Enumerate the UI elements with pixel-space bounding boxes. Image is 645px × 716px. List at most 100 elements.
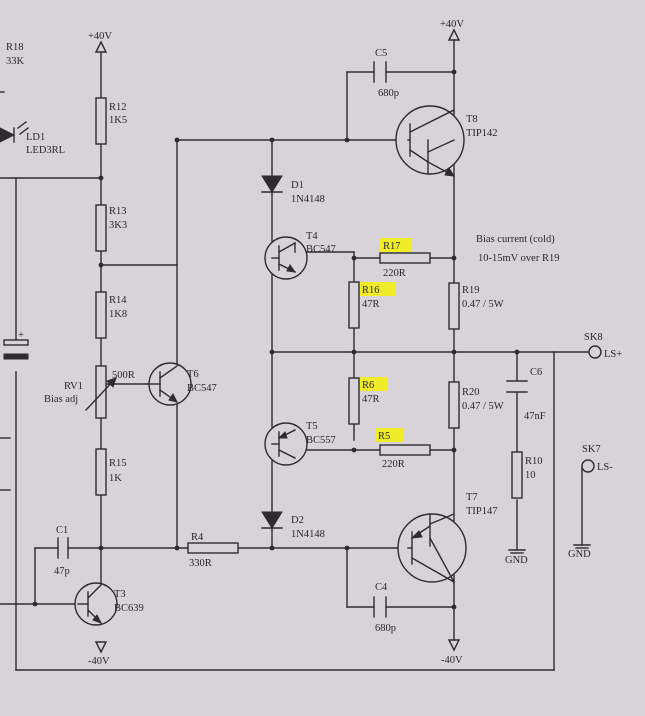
transistor-t3: T3 BC639 xyxy=(74,582,144,626)
svg-text:R12: R12 xyxy=(109,102,127,113)
svg-text:D1: D1 xyxy=(291,180,304,191)
resistor-r19: R19 0.47 / 5W xyxy=(448,282,504,330)
ground-gnd1: GND xyxy=(505,549,528,566)
electrolytic-cap: + xyxy=(3,330,29,360)
svg-text:C6: C6 xyxy=(530,367,542,378)
resistor-r13: R13 3K3 xyxy=(95,204,127,252)
svg-text:47nF: 47nF xyxy=(524,411,546,422)
svg-text:47R: 47R xyxy=(362,299,380,310)
potentiometer-rv1: 500R RV1 Bias adj xyxy=(44,365,135,419)
capacitor-c5: C5 680p xyxy=(373,48,399,99)
svg-text:220R: 220R xyxy=(383,268,406,279)
svg-text:47p: 47p xyxy=(54,566,70,577)
resistor-r15: R15 1K xyxy=(95,448,127,496)
supply-minus-left: -40V xyxy=(88,641,110,667)
capacitor-c1: C1 47p xyxy=(54,525,70,577)
svg-text:-40V: -40V xyxy=(88,656,110,667)
resistor-r4: R4 330R xyxy=(187,532,239,569)
capacitor-c4: C4 680p xyxy=(373,582,396,634)
bias-note: Bias current (cold) 10-15mV over R19 xyxy=(476,234,559,264)
resistor-r20: R20 0.47 / 5W xyxy=(448,381,504,429)
svg-text:BC547: BC547 xyxy=(306,244,336,255)
svg-text:TIP142: TIP142 xyxy=(466,128,498,139)
svg-text:Bias current (cold): Bias current (cold) xyxy=(476,234,555,245)
svg-text:500R: 500R xyxy=(112,370,135,381)
svg-text:330R: 330R xyxy=(189,558,212,569)
svg-text:680p: 680p xyxy=(378,88,399,99)
svg-text:BC557: BC557 xyxy=(306,435,336,446)
svg-text:Bias adj: Bias adj xyxy=(44,394,78,405)
transistor-t4: T4 BC547 xyxy=(264,231,336,280)
svg-text:SK7: SK7 xyxy=(582,444,601,455)
svg-text:1K5: 1K5 xyxy=(109,115,127,126)
svg-text:LS-: LS- xyxy=(597,462,613,473)
supply-plus-right: +40V xyxy=(440,19,464,41)
svg-text:-40V: -40V xyxy=(441,655,463,666)
svg-text:RV1: RV1 xyxy=(64,381,83,392)
diode-d2: D2 1N4148 xyxy=(261,511,325,540)
junctions xyxy=(32,69,520,610)
svg-text:R14: R14 xyxy=(109,295,127,306)
svg-text:R20: R20 xyxy=(462,387,480,398)
svg-text:R16: R16 xyxy=(362,285,380,296)
svg-text:SK8: SK8 xyxy=(584,332,603,343)
led-ld1: LD1 LED3RL xyxy=(0,121,65,156)
svg-text:R19: R19 xyxy=(462,285,480,296)
svg-text:T4: T4 xyxy=(306,231,318,242)
svg-text:T8: T8 xyxy=(466,114,478,125)
svg-text:1N4148: 1N4148 xyxy=(291,194,325,205)
svg-text:GND: GND xyxy=(505,555,528,566)
svg-text:3K3: 3K3 xyxy=(109,220,127,231)
transistor-t6: T6 BC547 xyxy=(147,362,217,406)
svg-text:LS+: LS+ xyxy=(604,349,622,360)
svg-text:R18: R18 xyxy=(6,42,24,53)
svg-text:GND: GND xyxy=(568,549,591,560)
svg-text:33K: 33K xyxy=(6,56,25,67)
ground-gnd2: GND xyxy=(568,544,591,560)
svg-text:BC547: BC547 xyxy=(187,383,217,394)
svg-text:0.47 / 5W: 0.47 / 5W xyxy=(462,401,504,412)
svg-text:T3: T3 xyxy=(114,589,126,600)
transistor-t7: T7 TIP147 xyxy=(397,492,498,583)
diode-d1: D1 1N4148 xyxy=(261,175,325,205)
svg-text:47R: 47R xyxy=(362,394,380,405)
resistor-r6: R6 47R xyxy=(348,377,388,425)
svg-text:T5: T5 xyxy=(306,421,318,432)
resistor-r16: R16 47R xyxy=(348,281,395,329)
svg-text:LED3RL: LED3RL xyxy=(26,145,65,156)
svg-text:BC639: BC639 xyxy=(114,603,144,614)
svg-text:0.47 / 5W: 0.47 / 5W xyxy=(462,299,504,310)
svg-text:+40V: +40V xyxy=(440,19,464,30)
speaker-terminal-sk7: SK7 LS- xyxy=(581,444,613,473)
svg-text:R15: R15 xyxy=(109,458,127,469)
svg-text:R13: R13 xyxy=(109,206,127,217)
resistor-r12: R12 1K5 xyxy=(95,97,127,145)
svg-text:TIP147: TIP147 xyxy=(466,506,498,517)
svg-text:+: + xyxy=(18,330,24,341)
resistor-r17: R17 220R xyxy=(379,238,431,279)
resistor-r10: R10 10 xyxy=(511,451,543,499)
svg-text:LD1: LD1 xyxy=(26,132,45,143)
supply-plus-left: +40V xyxy=(88,31,112,53)
svg-text:1N4148: 1N4148 xyxy=(291,529,325,540)
svg-text:10-15mV over R19: 10-15mV over R19 xyxy=(478,253,559,264)
svg-text:220R: 220R xyxy=(382,459,405,470)
svg-text:D2: D2 xyxy=(291,515,304,526)
svg-text:+40V: +40V xyxy=(88,31,112,42)
transistor-t8: T8 TIP142 xyxy=(395,105,498,177)
svg-text:C5: C5 xyxy=(375,48,387,59)
speaker-terminal-sk8: SK8 LS+ xyxy=(584,332,622,360)
svg-text:R17: R17 xyxy=(383,241,401,252)
r18: R18 33K xyxy=(0,42,25,93)
supply-minus-right: -40V xyxy=(441,639,463,666)
wires xyxy=(0,39,590,671)
svg-text:C4: C4 xyxy=(375,582,388,593)
svg-text:R5: R5 xyxy=(378,431,390,442)
svg-text:R10: R10 xyxy=(525,456,543,467)
svg-text:T7: T7 xyxy=(466,492,478,503)
svg-text:1K8: 1K8 xyxy=(109,309,127,320)
svg-text:10: 10 xyxy=(525,470,536,481)
transistor-t5: T5 BC557 xyxy=(264,421,336,466)
resistor-r14: R14 1K8 xyxy=(95,291,127,339)
